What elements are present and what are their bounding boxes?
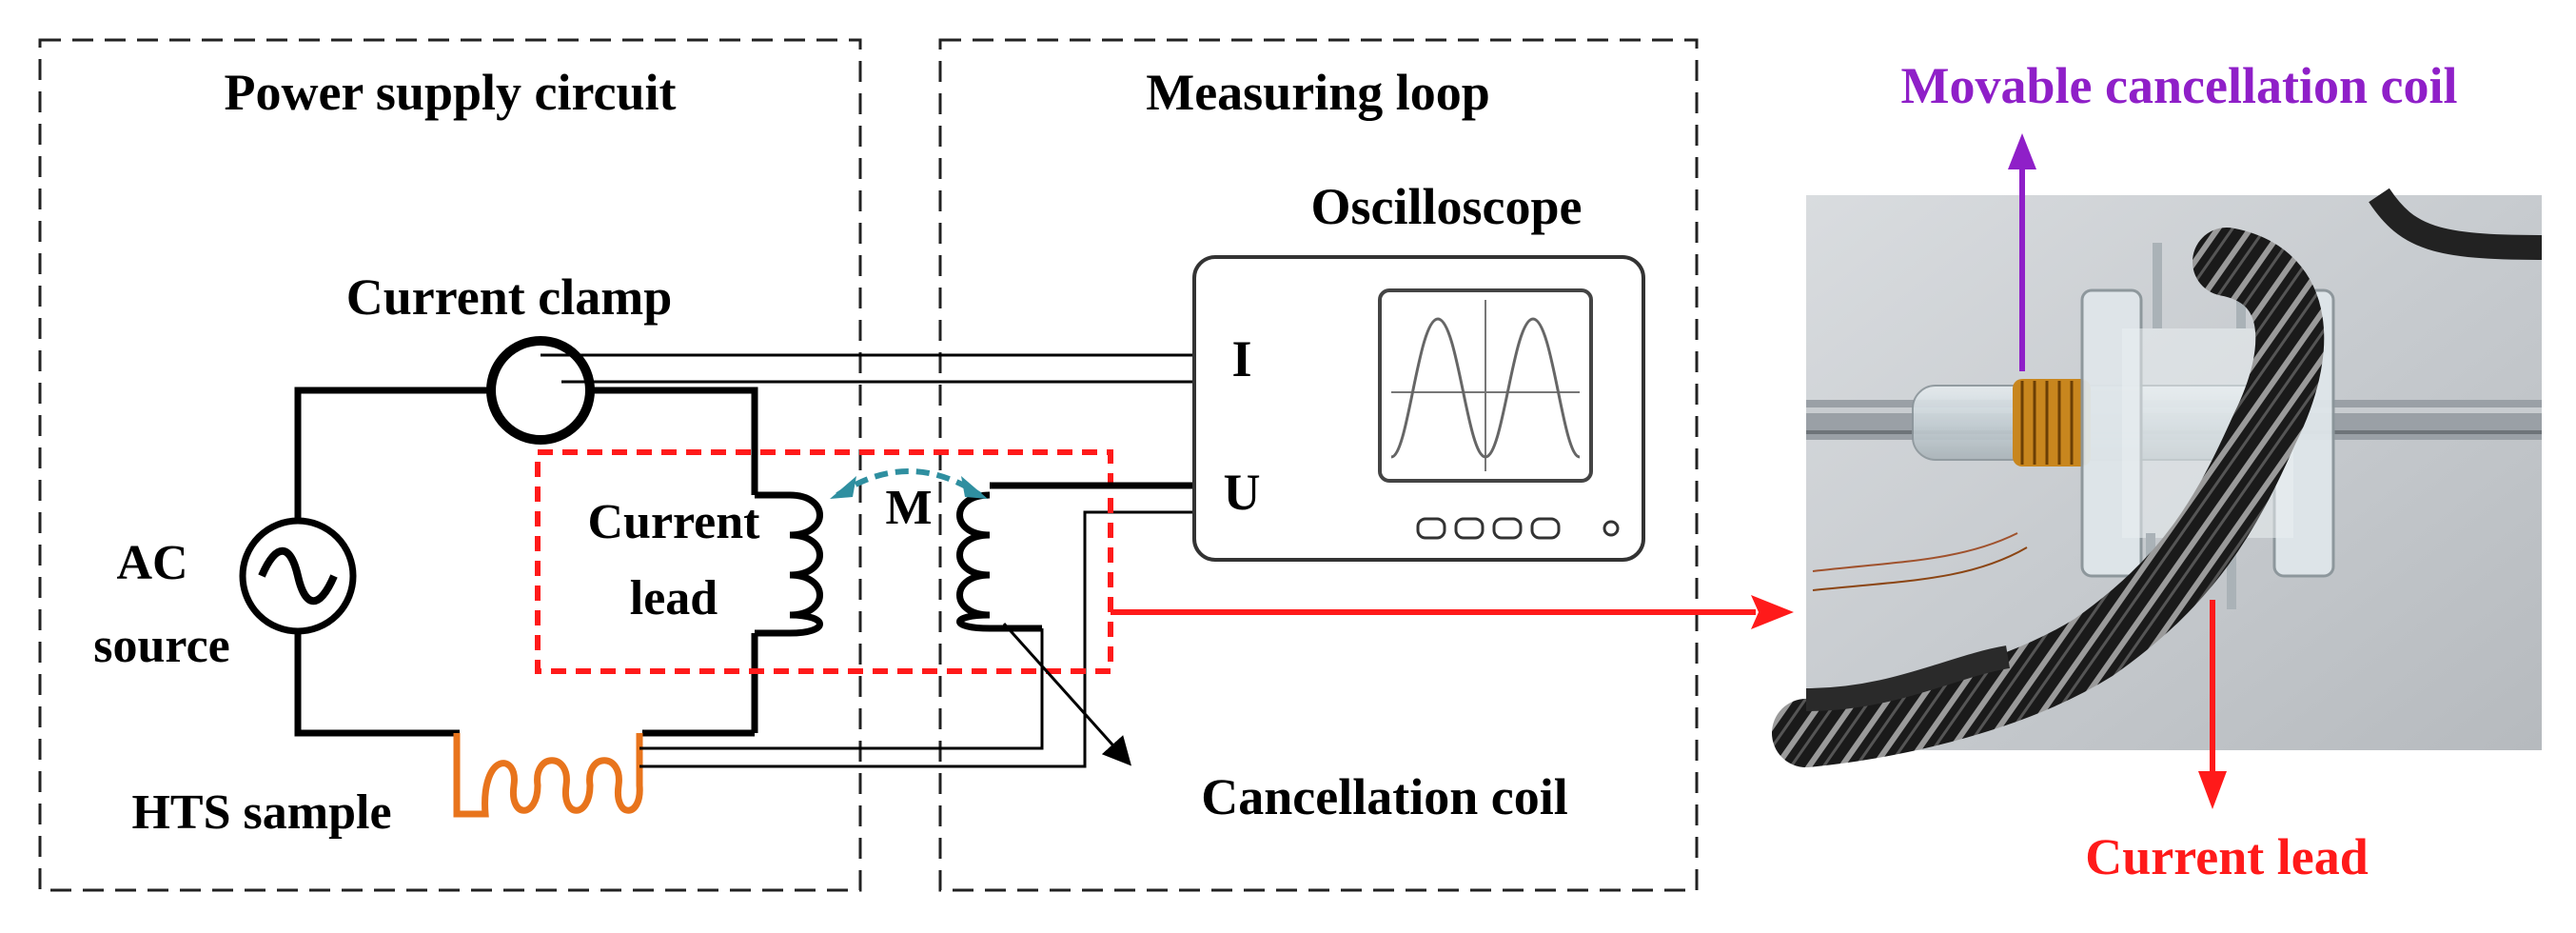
current-lead-photo-arrowhead [2198, 771, 2227, 809]
movable-coil-arrowhead [2008, 133, 2036, 169]
mutual-inductance-label: M [885, 481, 932, 535]
channel-u-label: U [1224, 464, 1261, 521]
highlight-box [535, 449, 1113, 674]
power-circuit-wires [294, 387, 758, 737]
channel-i-label: I [1231, 330, 1251, 387]
ac-source [239, 517, 357, 635]
hts-sample-coil [453, 733, 643, 818]
apparatus-photo [1772, 188, 2543, 767]
clamp-signal-wires [541, 353, 1194, 384]
cancellation-coil-pointer [1002, 622, 1132, 766]
measuring-loop-title: Measuring loop [1146, 64, 1490, 121]
highlight-to-photo-arrowhead [1751, 595, 1794, 629]
measuring-loop-panel [938, 38, 1699, 892]
power-supply-panel [38, 38, 862, 892]
oscilloscope-screen [1378, 288, 1593, 483]
mutual-arrowhead-left [830, 476, 856, 499]
ac-source-label-2: source [93, 619, 229, 673]
current-clamp-label: Current clamp [346, 268, 672, 326]
oscilloscope-label: Oscilloscope [1311, 178, 1583, 235]
current-lead-coil [755, 491, 823, 637]
current-lead-label-1: Current [587, 495, 760, 549]
hts-tap-wires [639, 510, 1194, 768]
cancellation-coil [956, 482, 1194, 632]
mutual-arrowhead-right [961, 476, 988, 499]
ac-source-label-1: AC [116, 536, 187, 590]
hts-sample-label: HTS sample [131, 785, 391, 840]
movable-coil-label: Movable cancellation coil [1901, 57, 2458, 114]
cancellation-coil-label: Cancellation coil [1201, 768, 1567, 825]
current-lead-photo-label: Current lead [2085, 828, 2368, 885]
current-lead-label-2: lead [630, 571, 718, 625]
current-clamp [486, 336, 595, 445]
oscilloscope-buttons [1416, 517, 1620, 540]
power-supply-title: Power supply circuit [224, 64, 676, 121]
